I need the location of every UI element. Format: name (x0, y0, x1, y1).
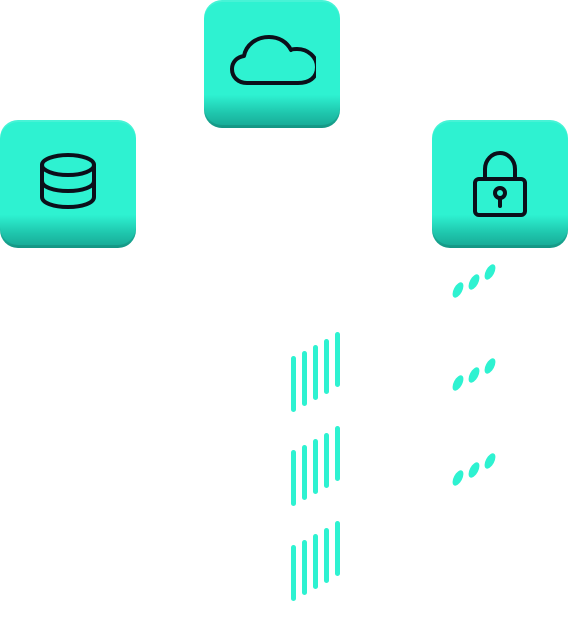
bar-cluster-2 (291, 426, 340, 506)
bar-cluster-1 (291, 332, 340, 412)
bar-cluster-3 (291, 521, 340, 601)
dotted-connector-3 (452, 453, 496, 486)
database-icon (35, 149, 101, 219)
cloud-tile (204, 0, 340, 128)
lock-tile (432, 120, 568, 248)
lock-icon (465, 147, 535, 221)
dotted-connector-2 (452, 358, 496, 391)
cloud-icon (228, 33, 316, 95)
dotted-connector-1 (452, 264, 496, 298)
database-tile (0, 120, 136, 248)
